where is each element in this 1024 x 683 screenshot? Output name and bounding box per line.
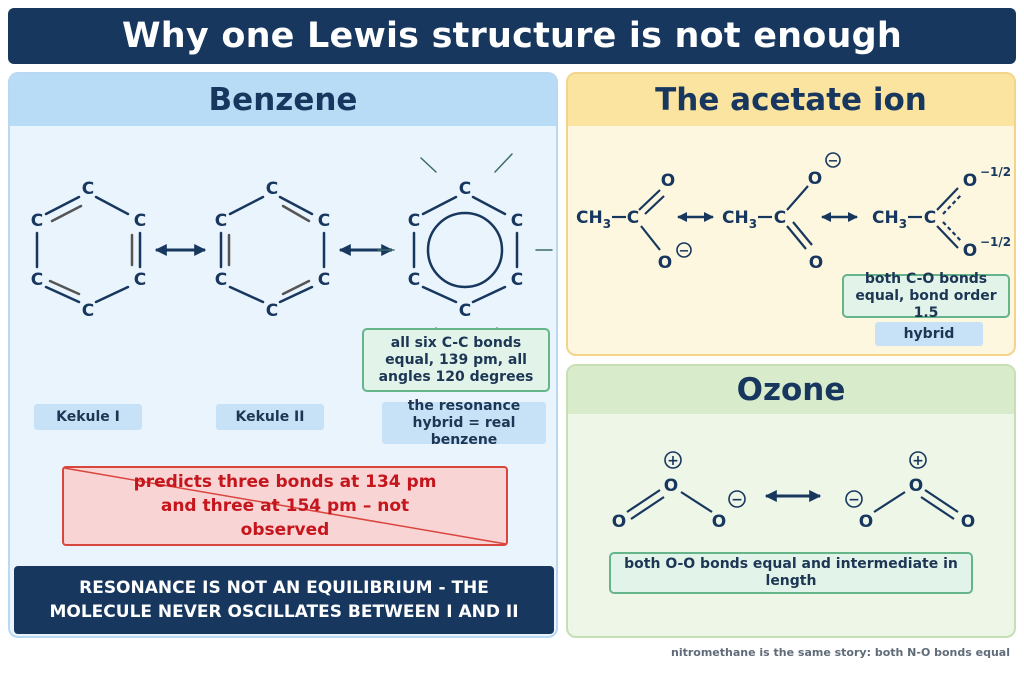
kekule-1-atom: C bbox=[31, 270, 43, 290]
hybrid-atom: C bbox=[408, 270, 420, 290]
benzene-hybrid-note: all six C-C bonds equal, 139 pm, all ang… bbox=[362, 328, 550, 392]
negative-charge-icon bbox=[728, 490, 746, 508]
kekule-2-structure bbox=[219, 195, 326, 304]
kekule-1-structure bbox=[35, 195, 142, 304]
oxygen-atom: O bbox=[909, 476, 923, 496]
acetate-hybrid-structure: CH3 C O −1/2 O −1/2 bbox=[872, 165, 1011, 261]
kekule-1-atoms: C C C C C C bbox=[31, 179, 146, 321]
partial-charge: −1/2 bbox=[980, 165, 1011, 179]
carbonyl-carbon: C bbox=[774, 208, 786, 228]
benzene-heading: Benzene bbox=[10, 74, 556, 126]
oxygen-atom: O bbox=[859, 512, 873, 532]
hybrid-atoms: C C C C C C bbox=[408, 179, 523, 321]
ozone-structure-2: + O − O O bbox=[845, 451, 975, 532]
methyl-group: CH3 bbox=[576, 208, 611, 231]
oxygen-atom: O bbox=[658, 253, 672, 273]
carbonyl-carbon: C bbox=[924, 208, 936, 228]
equilibrium-text: RESONANCE IS NOT AN EQUILIBRIUM - THE MO… bbox=[49, 578, 519, 622]
benzene-hybrid-label: the resonance hybrid = real benzene bbox=[382, 398, 546, 448]
partial-charge: −1/2 bbox=[980, 235, 1011, 249]
oxygen-atom: O bbox=[963, 241, 977, 261]
kekule-2-atom: C bbox=[266, 179, 278, 199]
page-title: Why one Lewis structure is not enough bbox=[8, 8, 1016, 64]
negative-charge-icon bbox=[845, 490, 863, 508]
acetate-structure-1: CH3 C O O − bbox=[576, 171, 692, 273]
oxygen-atom: O bbox=[712, 512, 726, 532]
positive-charge: + bbox=[912, 453, 924, 469]
kekule-1-atom: C bbox=[134, 270, 146, 290]
kekule-2-label: Kekule II bbox=[216, 404, 324, 430]
positive-charge: + bbox=[667, 453, 679, 469]
hybrid-atom: C bbox=[511, 211, 523, 231]
negative-charge: − bbox=[679, 244, 690, 259]
methyl-group: CH3 bbox=[872, 208, 907, 231]
wrong-prediction-box: predicts three bonds at 134 pm and three… bbox=[62, 466, 508, 546]
kekule-1-label: Kekule I bbox=[34, 404, 142, 430]
ozone-structure-1: + O O O − bbox=[612, 451, 746, 532]
kekule-2-atom: C bbox=[318, 270, 330, 290]
oxygen-atom: O bbox=[661, 171, 675, 191]
positive-charge-icon bbox=[664, 451, 682, 469]
negative-charge-icon bbox=[825, 152, 841, 168]
kekule-1-atom: C bbox=[31, 211, 43, 231]
kekule-1-atom: C bbox=[134, 211, 146, 231]
negative-charge-icon bbox=[676, 242, 692, 258]
carbonyl-carbon: C bbox=[627, 208, 639, 228]
negative-charge: − bbox=[828, 154, 839, 169]
acetate-hybrid-label: hybrid bbox=[875, 322, 983, 346]
acetate-structure-2: CH3 C O − O bbox=[722, 152, 841, 273]
kekule-1-atom: C bbox=[82, 179, 94, 199]
oxygen-atom: O bbox=[963, 171, 977, 191]
kekule-2-atoms: C C C C C C bbox=[215, 179, 330, 321]
hybrid-atom: C bbox=[459, 179, 471, 199]
oxygen-atom: O bbox=[808, 169, 822, 189]
hybrid-atom: C bbox=[408, 211, 420, 231]
negative-charge: − bbox=[848, 492, 860, 508]
kekule-2-atom: C bbox=[318, 211, 330, 231]
oxygen-atom: O bbox=[664, 476, 678, 496]
oxygen-atom: O bbox=[809, 253, 823, 273]
hybrid-atom: C bbox=[459, 301, 471, 321]
hybrid-structure bbox=[412, 195, 519, 304]
acetate-hybrid-note: both C-O bonds equal, bond order 1.5 bbox=[842, 271, 1010, 321]
ozone-heading: Ozone bbox=[568, 366, 1014, 414]
positive-charge-icon bbox=[909, 451, 927, 469]
hybrid-atom: C bbox=[511, 270, 523, 290]
oxygen-atom: O bbox=[961, 512, 975, 532]
wrong-prediction-text: predicts three bonds at 134 pm and three… bbox=[133, 472, 437, 540]
kekule-2-atom: C bbox=[215, 211, 227, 231]
negative-charge: − bbox=[731, 492, 743, 508]
kekule-2-atom: C bbox=[266, 301, 278, 321]
footer-note: nitromethane is the same story: both N-O… bbox=[670, 646, 1010, 659]
kekule-1-atom: C bbox=[82, 301, 94, 321]
ozone-note: both O-O bonds equal and intermediate in… bbox=[609, 552, 973, 594]
acetate-heading: The acetate ion bbox=[568, 74, 1014, 126]
methyl-group: CH3 bbox=[722, 208, 757, 231]
kekule-2-atom: C bbox=[215, 270, 227, 290]
equilibrium-note: RESONANCE IS NOT AN EQUILIBRIUM - THE MO… bbox=[14, 566, 554, 634]
strikethrough-line bbox=[63, 467, 507, 545]
oxygen-atom: O bbox=[612, 512, 626, 532]
